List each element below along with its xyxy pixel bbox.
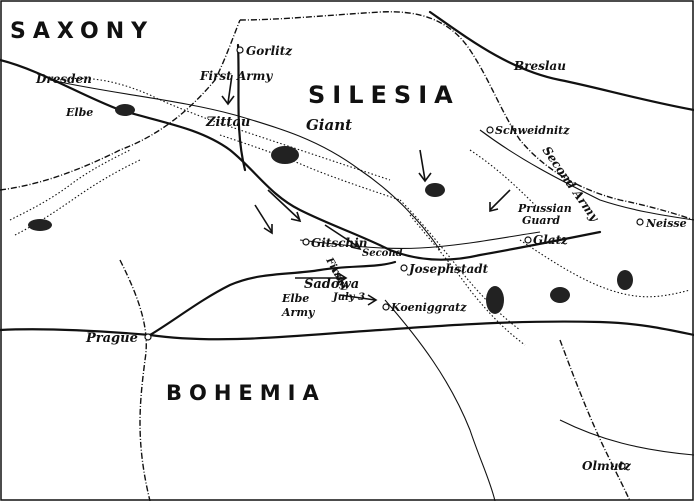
- label-schweidnitz: Schweidnitz: [495, 124, 570, 137]
- label-zittau: Zittau: [205, 115, 250, 130]
- railway-4: [384, 299, 496, 501]
- label-first-army-2: Army: [236, 69, 273, 83]
- prague-marker: [144, 333, 152, 341]
- label-guard: Guard: [522, 214, 560, 227]
- south-river: [0, 320, 694, 341]
- olmutz-marker: [618, 462, 626, 470]
- label-gorlitz: Gorlitz: [246, 44, 293, 58]
- label-elbe-army-1: Elbe: [281, 292, 309, 305]
- gitschin-marker: [302, 238, 310, 246]
- label-prussian: Prussian: [517, 202, 572, 215]
- label-neisse: Neisse: [645, 217, 687, 230]
- label-glatz: Glatz: [533, 233, 569, 247]
- silesia-border: [239, 11, 694, 221]
- region-bohemia: BOHEMIA: [166, 381, 326, 405]
- railway-5: [559, 419, 694, 456]
- vltava-river: [148, 260, 397, 337]
- label-josephstadt: Josephstadt: [407, 262, 489, 276]
- mountains: [9, 77, 691, 346]
- label-sadowa: Sadowa: [304, 277, 359, 292]
- region-saxony: SAXONY: [10, 19, 154, 44]
- oder-river: [428, 10, 694, 112]
- bohemia-border: [119, 259, 151, 501]
- moravia-border: [559, 339, 631, 501]
- label-elbe-army-2: Army: [281, 306, 316, 319]
- label-giant: Giant: [306, 116, 352, 134]
- label-koeniggratz: Koeniggratz: [390, 301, 467, 314]
- schweidnitz-marker: [486, 126, 494, 134]
- koeniggratz-marker: [382, 303, 390, 311]
- josephstadt-marker: [400, 264, 408, 272]
- label-first-army-1: First: [199, 69, 232, 83]
- railway-3: [299, 231, 541, 249]
- label-elbe-river: Elbe: [65, 106, 93, 119]
- label-second-small: Second: [362, 248, 403, 259]
- label-july: July 3: [331, 292, 365, 303]
- neisse-river: [236, 43, 247, 172]
- label-prague: Prague: [85, 331, 138, 346]
- elbe-river: [0, 58, 602, 261]
- army-arrows: [221, 74, 511, 306]
- glatz-marker: [524, 236, 532, 244]
- label-olmutz: Olmutz: [582, 459, 632, 473]
- label-dresden: Dresden: [35, 72, 92, 86]
- label-gitschin: Gitschin: [311, 236, 367, 250]
- label-breslau: Breslau: [513, 59, 566, 73]
- region-silesia: SILESIA: [308, 81, 460, 109]
- railway-2: [479, 129, 694, 221]
- neisse-marker: [636, 218, 644, 226]
- railway-1: [49, 79, 441, 251]
- gorlitz-marker: [236, 46, 244, 54]
- town-markers: [144, 46, 644, 470]
